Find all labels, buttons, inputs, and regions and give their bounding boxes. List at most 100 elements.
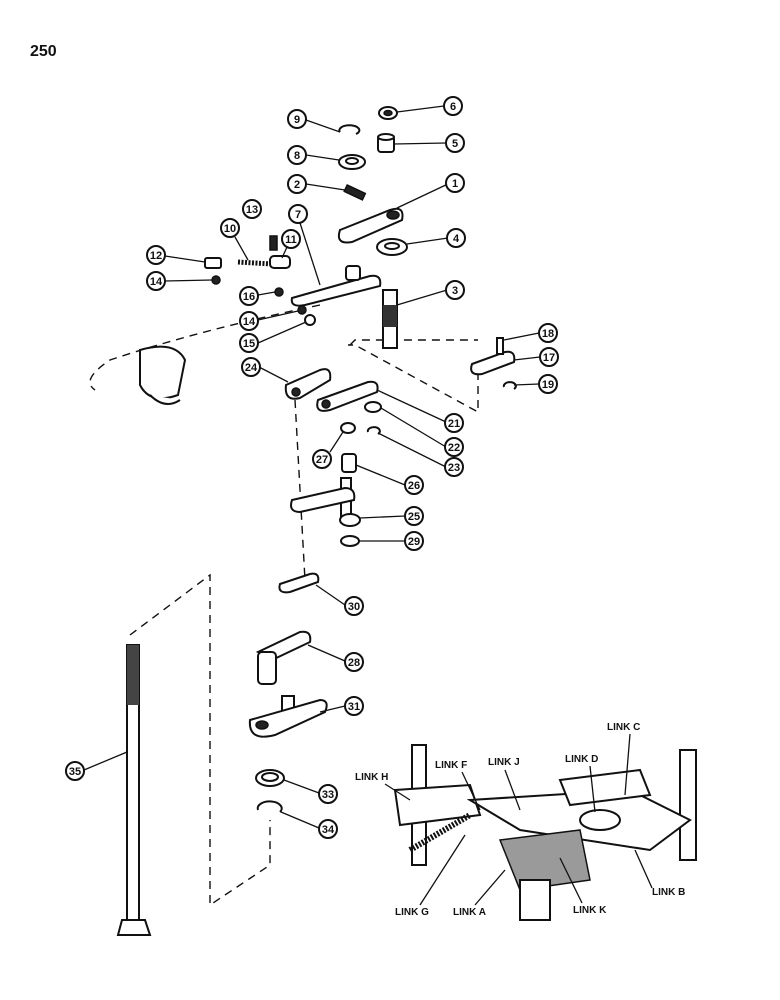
- label-link-b: LINK B: [652, 887, 685, 898]
- callout-30: 30: [344, 596, 364, 616]
- part-30-link: [278, 572, 320, 594]
- label-link-d: LINK D: [565, 754, 598, 765]
- callout-24: 24: [241, 357, 261, 377]
- svg-text:31: 31: [348, 701, 360, 713]
- callout-13: 13: [242, 199, 262, 219]
- leader-14-mid: [257, 310, 299, 321]
- assembled-linkage: [393, 744, 697, 921]
- callout-10: 10: [220, 218, 240, 238]
- part-14-nut-left: [211, 275, 221, 285]
- leader-24: [258, 366, 289, 383]
- callout-34: 34: [318, 819, 338, 839]
- part-29-washer: [340, 535, 360, 547]
- part-35-shaft: [116, 644, 152, 936]
- remote-lever-sketch: [139, 345, 187, 405]
- callout-17: 17: [539, 347, 559, 367]
- leader-22: [380, 407, 447, 448]
- leader-link-k: [559, 857, 583, 904]
- svg-text:16: 16: [243, 291, 255, 303]
- dashed-line-right-top: [348, 344, 479, 414]
- callout-15: 15: [239, 333, 259, 353]
- svg-text:22: 22: [448, 442, 460, 454]
- part-18-bolt: [496, 337, 504, 355]
- label-link-h: LINK H: [355, 772, 388, 783]
- callout-12: 12: [146, 245, 166, 265]
- callout-31: 31: [344, 696, 364, 716]
- part-10-threaded-rod: [237, 259, 273, 267]
- callout-19: 19: [538, 374, 558, 394]
- dashed-line-right-top-b: [349, 339, 478, 346]
- callout-29: 29: [404, 531, 424, 551]
- svg-text:25: 25: [408, 511, 420, 523]
- svg-text:2: 2: [294, 179, 300, 191]
- svg-text:14: 14: [150, 276, 163, 288]
- svg-text:30: 30: [348, 601, 360, 613]
- part-22-washer: [364, 401, 382, 413]
- leader-30: [315, 584, 346, 606]
- svg-text:23: 23: [448, 462, 460, 474]
- callout-14-mid: 14: [239, 311, 259, 331]
- svg-text:12: 12: [150, 250, 162, 262]
- part-24-link: [284, 368, 332, 400]
- label-link-j: LINK J: [488, 757, 520, 768]
- leader-link-g: [419, 834, 466, 906]
- leader-25: [359, 515, 406, 519]
- leader-33: [283, 779, 320, 794]
- callout-16: 16: [239, 286, 259, 306]
- svg-text:27: 27: [316, 454, 328, 466]
- svg-text:14: 14: [243, 316, 256, 328]
- svg-text:4: 4: [453, 233, 460, 245]
- part-27-nut: [340, 422, 356, 434]
- leader-23: [377, 432, 447, 468]
- svg-text:13: 13: [246, 204, 258, 216]
- leader-1: [396, 182, 451, 209]
- label-link-f: LINK F: [435, 760, 467, 771]
- part-31-yoke: [248, 695, 328, 738]
- leader-28: [307, 644, 346, 662]
- callout-3: 3: [445, 280, 465, 300]
- part-21-link: [316, 380, 379, 412]
- leader-7: [299, 222, 321, 286]
- part-17-link: [470, 350, 516, 376]
- leader-link-a: [474, 869, 506, 906]
- page-number: 250: [30, 43, 57, 60]
- part-9-snap-ring: [338, 124, 361, 135]
- dashed-line-35-loop: [129, 573, 271, 907]
- callout-1: 1: [445, 173, 465, 193]
- leader-19: [513, 383, 540, 386]
- part-26-bushing: [341, 453, 357, 473]
- svg-text:15: 15: [243, 338, 255, 350]
- part-28-arm: [255, 630, 312, 685]
- leader-6: [396, 105, 445, 113]
- svg-text:17: 17: [543, 352, 555, 364]
- svg-text:29: 29: [408, 536, 420, 548]
- label-link-g: LINK G: [395, 907, 429, 918]
- svg-text:10: 10: [224, 223, 236, 235]
- dashed-line-left-top: [89, 304, 321, 391]
- label-link-c: LINK C: [607, 722, 640, 733]
- dashed-line-vertical-mid: [294, 399, 306, 581]
- svg-text:1: 1: [452, 178, 458, 190]
- part-19-clip: [502, 381, 517, 390]
- leader-12: [164, 255, 206, 263]
- svg-text:7: 7: [295, 209, 301, 221]
- callout-28: 28: [344, 652, 364, 672]
- part-3-shaft: [382, 289, 398, 349]
- leader-4: [406, 237, 449, 245]
- leader-31: [319, 705, 346, 713]
- callout-11: 11: [281, 229, 301, 249]
- callout-4: 4: [446, 228, 466, 248]
- leader-15: [257, 321, 307, 344]
- svg-text:35: 35: [69, 766, 81, 778]
- callout-6: 6: [443, 96, 463, 116]
- leader-34: [280, 811, 320, 829]
- part-25-arm: [290, 477, 361, 527]
- part-34-snap-ring: [256, 800, 283, 813]
- svg-text:5: 5: [452, 138, 458, 150]
- callout-35: 35: [65, 761, 85, 781]
- svg-text:6: 6: [450, 101, 456, 113]
- svg-text:26: 26: [408, 480, 420, 492]
- leader-link-f: [461, 771, 481, 811]
- callout-27: 27: [312, 449, 332, 469]
- leader-14-left: [164, 279, 213, 282]
